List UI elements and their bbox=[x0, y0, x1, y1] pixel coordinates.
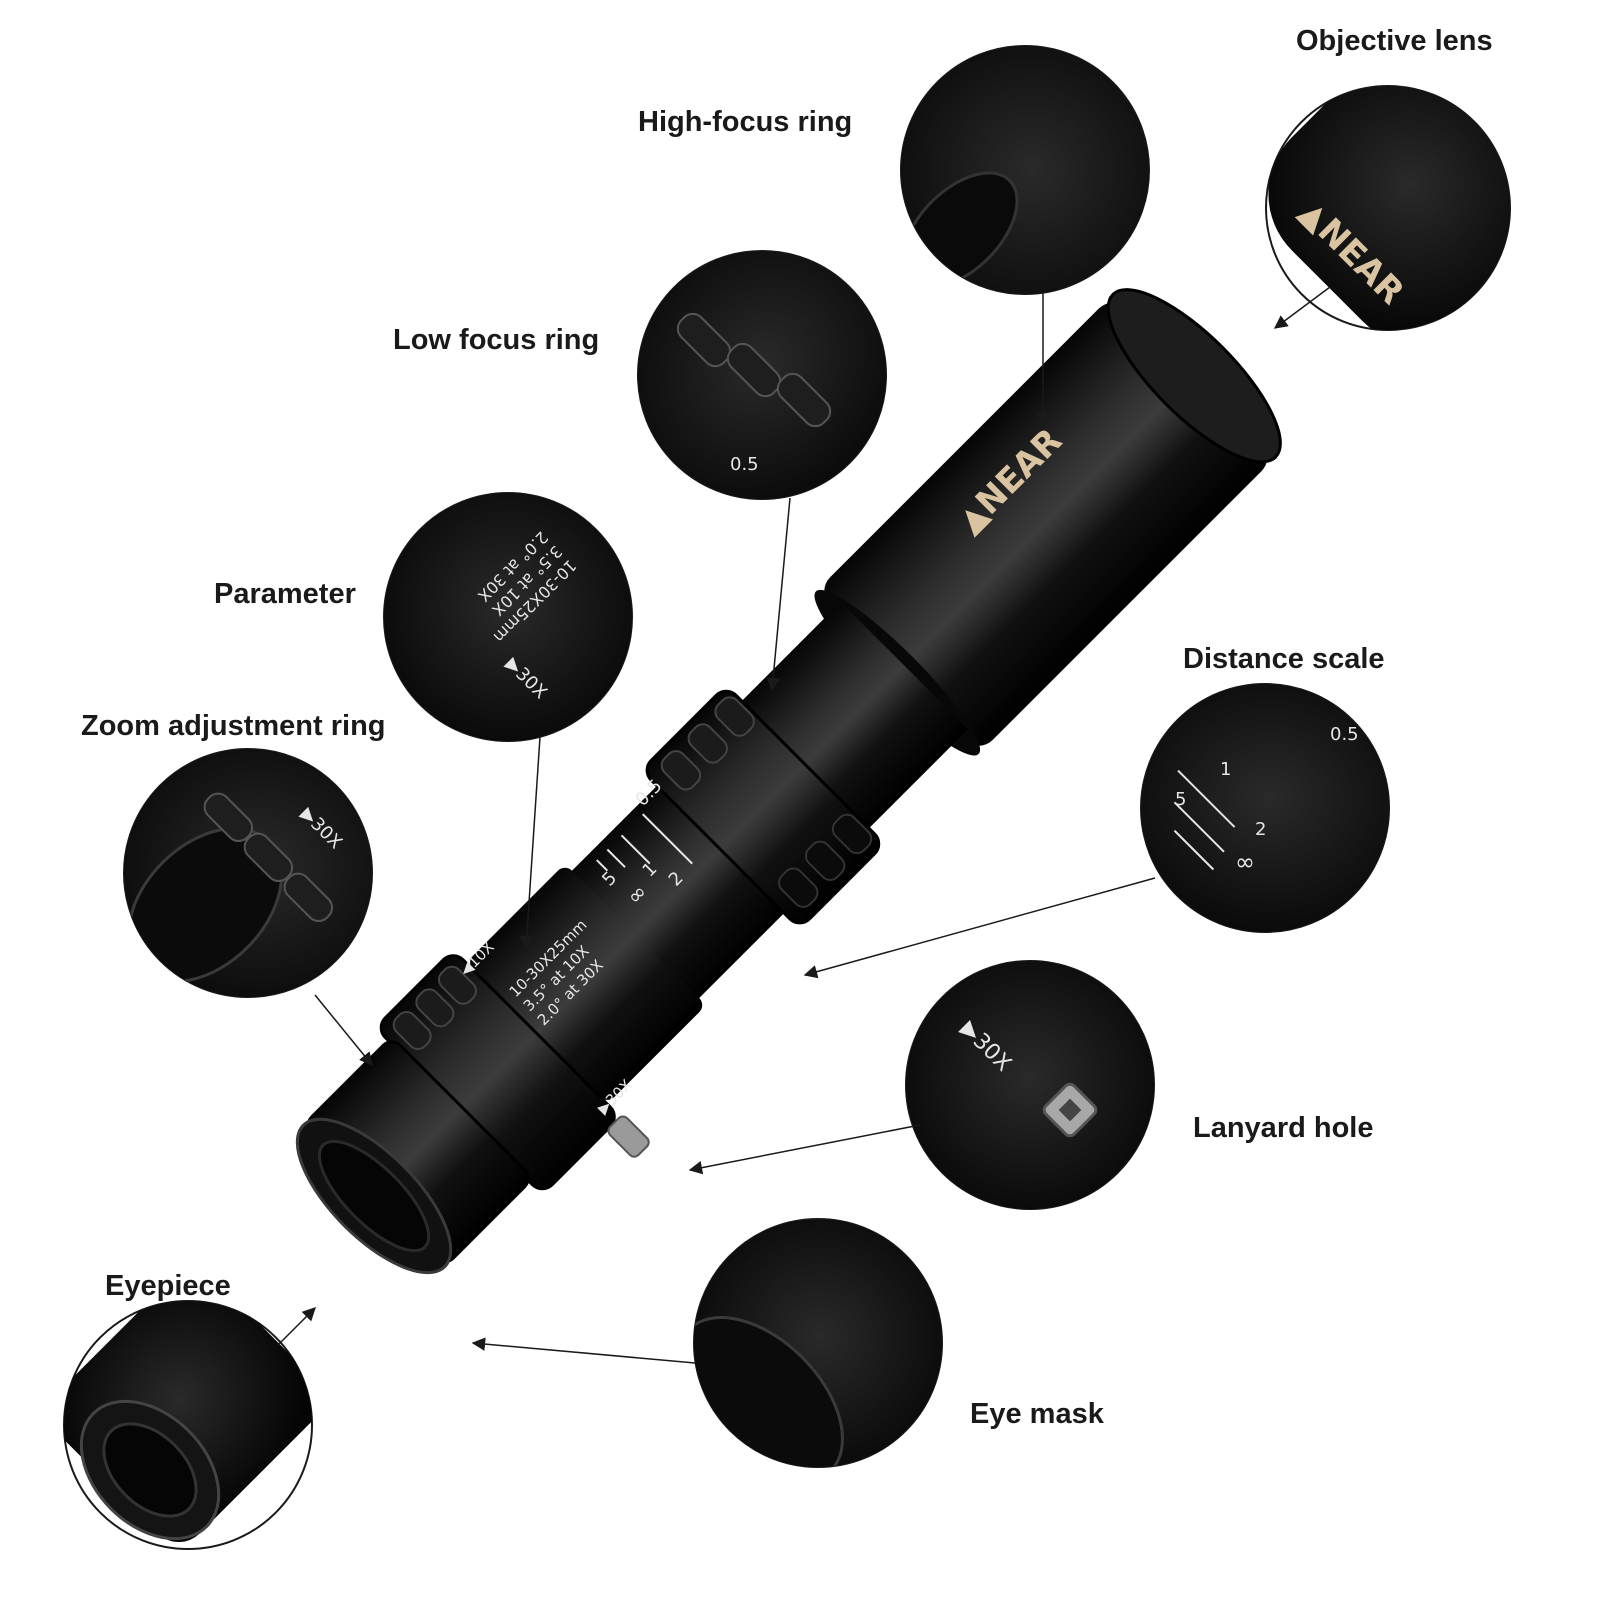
svg-text:0.5: 0.5 bbox=[730, 454, 759, 475]
parameter-detail: 10-30X25mm 3.5° at 10X 2.0° at 30X ▶30X bbox=[383, 492, 633, 742]
label-low-focus-ring: Low focus ring bbox=[393, 324, 600, 356]
label-distance-scale: Distance scale bbox=[1183, 643, 1385, 675]
distance-scale-detail: 0.5 1 2 5 ∞ bbox=[1140, 683, 1390, 933]
leader-objective-lens bbox=[1273, 286, 1331, 329]
leader-zoom-ring bbox=[314, 994, 373, 1067]
svg-text:∞: ∞ bbox=[1235, 848, 1255, 876]
lanyard-post bbox=[607, 1115, 650, 1158]
leader-distance-scale bbox=[803, 877, 1156, 979]
leader-lanyard-hole bbox=[688, 1124, 921, 1175]
svg-text:2: 2 bbox=[1255, 819, 1266, 840]
objective-lens-end bbox=[1106, 288, 1282, 464]
leader-lines bbox=[277, 286, 1331, 1364]
monocular-body: 0.5 1 2 5 ∞ 10-30X25mm 3.5° at 10X 2.0° … bbox=[295, 288, 1282, 1275]
label-eyepiece: Eyepiece bbox=[105, 1270, 231, 1302]
label-objective-lens: Objective lens bbox=[1296, 25, 1493, 57]
objective-lens-detail: ▲NEAR bbox=[1265, 85, 1511, 331]
eye-mask-detail bbox=[693, 1218, 943, 1468]
label-lanyard-hole: Lanyard hole bbox=[1193, 1112, 1374, 1144]
leader-eyepiece bbox=[277, 1307, 316, 1346]
label-eye-mask: Eye mask bbox=[970, 1398, 1104, 1430]
label-parameter: Parameter bbox=[214, 578, 356, 610]
lanyard-hole-detail: ▶30X bbox=[905, 960, 1155, 1210]
high-focus-ring bbox=[645, 689, 881, 925]
svg-text:0.5: 0.5 bbox=[1330, 724, 1359, 745]
distance-scale-marks bbox=[596, 813, 693, 872]
leader-low-focus-ring bbox=[766, 497, 791, 692]
svg-text:1: 1 bbox=[1220, 759, 1231, 780]
eyepiece-detail bbox=[63, 1300, 313, 1550]
leader-parameter bbox=[520, 736, 541, 950]
zoom-ring-detail: ▶30X bbox=[123, 748, 373, 998]
leader-eye-mask bbox=[471, 1337, 696, 1364]
label-high-focus-ring: High-focus ring bbox=[638, 106, 853, 138]
label-zoom-adjustment-ring: Zoom adjustment ring bbox=[81, 710, 386, 742]
objective-barrel bbox=[824, 302, 1268, 746]
svg-text:5: 5 bbox=[1175, 789, 1186, 810]
